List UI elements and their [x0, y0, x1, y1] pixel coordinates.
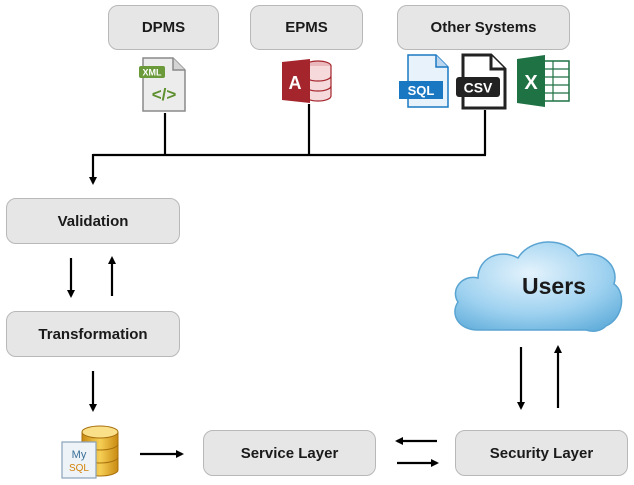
service-layer-box: Service Layer — [203, 430, 376, 476]
xml-glyph: </> — [152, 85, 177, 104]
security-layer-label: Security Layer — [489, 444, 594, 462]
validation-label: Validation — [57, 212, 129, 230]
transformation-box: Transformation — [6, 311, 180, 357]
service-layer-label: Service Layer — [240, 444, 339, 462]
epms-label: EPMS — [285, 19, 328, 36]
epms-source-box: EPMS — [250, 5, 363, 50]
xml-badge-text: XML — [143, 68, 163, 78]
validation-box: Validation — [6, 198, 180, 244]
csv-file-icon: CSV — [456, 53, 507, 110]
dpms-label: DPMS — [141, 19, 186, 36]
users-cloud-icon: Users — [454, 241, 623, 332]
other-systems-label: Other Systems — [430, 19, 537, 36]
mysql-label-top: My — [72, 449, 87, 461]
dpms-source-box: DPMS — [108, 5, 219, 50]
users-label: Users — [522, 273, 586, 299]
other-systems-source-box: Other Systems — [397, 5, 570, 50]
csv-badge-text: CSV — [464, 80, 493, 96]
excel-icon: X — [517, 55, 570, 107]
excel-letter: X — [524, 72, 538, 94]
mysql-database-icon: My SQL — [61, 425, 119, 479]
access-database-icon: A — [282, 59, 332, 103]
access-letter: A — [289, 73, 302, 93]
sql-badge-text: SQL — [408, 83, 435, 98]
security-layer-box: Security Layer — [455, 430, 628, 476]
sql-file-icon: SQL — [399, 54, 449, 108]
transformation-label: Transformation — [38, 325, 148, 343]
mysql-label-bottom: SQL — [69, 463, 89, 474]
xml-file-icon: XML </> — [139, 57, 186, 112]
